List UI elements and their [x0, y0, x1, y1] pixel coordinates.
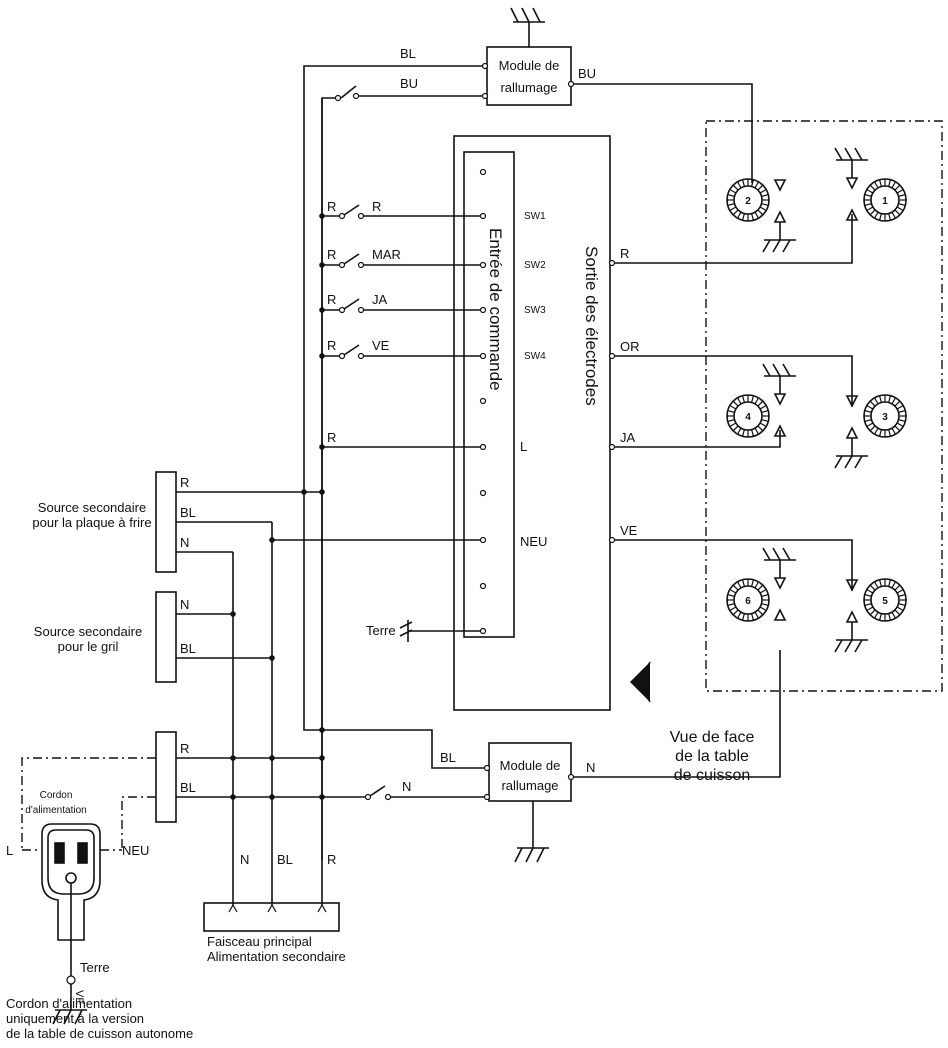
- burner-4: 4: [726, 363, 796, 438]
- bottom-ignition-module-label-2: rallumage: [501, 778, 558, 793]
- burner-6: 6: [726, 547, 796, 622]
- wire-label-ja-sw3: JA: [372, 292, 388, 307]
- front-view-label-2: de la table: [675, 748, 749, 765]
- burners: 1 2 3 4 5 6: [726, 147, 907, 653]
- input-pins: [479, 168, 487, 635]
- cooktop-panel: [705, 120, 943, 692]
- ground-icon: [834, 639, 868, 653]
- grill-source-label-2: pour le gril: [58, 639, 119, 654]
- power-cord: Cordon d'alimentation L NEU: [6, 757, 156, 858]
- pin-label-sw3: SW3: [524, 305, 546, 316]
- plug-icon: [41, 823, 101, 1025]
- wire-label-ve-sw4: VE: [372, 338, 390, 353]
- bottom-ignition-module-label-1: Module de: [500, 758, 561, 773]
- wire-label-mar: MAR: [372, 247, 401, 262]
- pin-label-l: L: [520, 439, 527, 454]
- wire-label-bl-griddle: BL: [180, 505, 196, 520]
- griddle-source-label-2: pour la plaque à frire: [32, 515, 151, 530]
- wire-label-n-switch: N: [402, 779, 411, 794]
- burner-number: 3: [882, 412, 888, 423]
- wire-label-neu-plug: NEU: [122, 843, 149, 858]
- ground-label-plug: Terre: [80, 960, 110, 975]
- wire-label-bu-top: BU: [400, 76, 418, 91]
- standalone-note-3: de la table de cuisson autonome: [6, 1026, 193, 1041]
- wire-label-r-output: R: [620, 246, 629, 261]
- front-view-label-3: de cuisson: [674, 767, 751, 784]
- wire-label-n-output: N: [586, 760, 595, 775]
- wire-label-r-sw4: R: [327, 338, 336, 353]
- main-harness: [203, 902, 340, 932]
- pin-label-neu: NEU: [520, 534, 547, 549]
- burner-2: 2: [726, 178, 796, 253]
- burner-number: 1: [882, 196, 888, 207]
- control-box: Entrée de commande Sortie des électrodes: [453, 135, 611, 711]
- eye-icon: [630, 661, 651, 703]
- ground-icon: [762, 239, 796, 253]
- wire-label-r-power: R: [180, 741, 189, 756]
- ground-icon: [762, 547, 796, 561]
- switch-lines: [322, 204, 481, 448]
- power-cord-label-2: d'alimentation: [25, 805, 86, 816]
- controller-ground: Terre: [366, 620, 481, 642]
- burner-number: 5: [882, 596, 888, 607]
- wire-label-r-sw2: R: [327, 247, 336, 262]
- wire-label-bl-power: BL: [180, 780, 196, 795]
- wire-label-or: OR: [620, 339, 640, 354]
- burner-1: 1: [834, 147, 907, 222]
- ground-icon: [834, 455, 868, 469]
- griddle-source-label-1: Source secondaire: [38, 500, 146, 515]
- ground-label-controller: Terre: [366, 623, 396, 638]
- wire-label-bu-output: BU: [578, 66, 596, 81]
- wire-label-n-grill: N: [180, 597, 189, 612]
- wire-label-n-harness: N: [240, 852, 249, 867]
- wire-label-r-l: R: [327, 430, 336, 445]
- wire-label-n-griddle: N: [180, 535, 189, 550]
- wire-label-r-sw1-a: R: [327, 199, 336, 214]
- wire-label-bl-harness: BL: [277, 852, 293, 867]
- top-ignition-module-label-2: rallumage: [500, 80, 557, 95]
- pin-label-sw2: SW2: [524, 260, 546, 271]
- top-ignition-module: Module de rallumage: [486, 7, 572, 106]
- wire-label-bl-top: BL: [400, 46, 416, 61]
- wire-label-r-sw1-b: R: [372, 199, 381, 214]
- power-cord-label-1: Cordon: [40, 790, 73, 801]
- ground-icon: [762, 363, 796, 377]
- burner-3: 3: [834, 394, 907, 469]
- wire-label-bl-grill: BL: [180, 641, 196, 656]
- bottom-ignition-module: Module de rallumage: [488, 742, 572, 863]
- wire-label-ve-plug: VE: [73, 990, 85, 1005]
- standalone-note-2: uniquement à la version: [6, 1011, 144, 1026]
- wire-label-ja-output: JA: [620, 430, 636, 445]
- standalone-note-1: Cordon d'alimentation: [6, 996, 132, 1011]
- wire-label-l-plug: L: [6, 843, 13, 858]
- wire-label-r-griddle: R: [180, 475, 189, 490]
- wire-label-r-harness: R: [327, 852, 336, 867]
- burner-number: 4: [745, 412, 751, 423]
- burner-number: 6: [745, 596, 751, 607]
- pin-label-sw4: SW4: [524, 351, 546, 362]
- junctions: [230, 213, 325, 800]
- ground-icon: [834, 147, 868, 161]
- main-harness-label-2: Alimentation secondaire: [207, 949, 346, 964]
- front-view-label-1: Vue de face: [670, 729, 755, 746]
- wire-label-bl-bottom: BL: [440, 750, 456, 765]
- control-input-label: Entrée de commande: [486, 228, 505, 391]
- burner-5: 5: [834, 578, 907, 653]
- grill-source-label-1: Source secondaire: [34, 624, 142, 639]
- top-ignition-module-label-1: Module de: [499, 58, 560, 73]
- main-harness-label-1: Faisceau principal: [207, 934, 312, 949]
- pin-label-sw1: SW1: [524, 211, 546, 222]
- wire-label-r-sw3: R: [327, 292, 336, 307]
- electrode-output-label: Sortie des électrodes: [582, 246, 601, 406]
- burner-number: 2: [745, 196, 751, 207]
- wire-label-ve-output: VE: [620, 523, 638, 538]
